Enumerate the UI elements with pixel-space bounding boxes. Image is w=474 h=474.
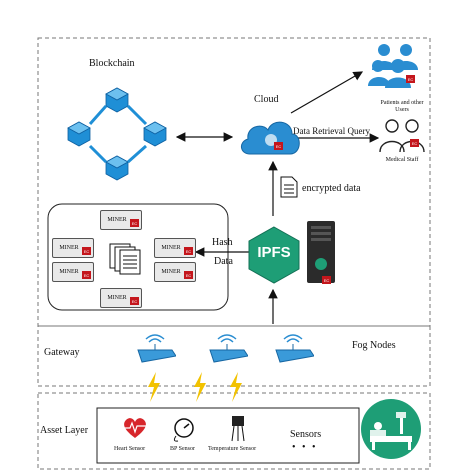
encrypted-data-label: encrypted data — [302, 183, 361, 194]
gateway-label: Gateway — [44, 347, 80, 358]
heart-sensor-icon — [124, 418, 146, 438]
temperature-sensor-icon — [231, 416, 245, 442]
lightning-icon — [194, 372, 206, 402]
blockchain-label: Blockchain — [89, 58, 135, 69]
patients-ec-badge: EC — [406, 75, 415, 83]
blockchain-icon — [67, 87, 167, 181]
asset-layer-boundary — [37, 392, 431, 470]
bp-sensor-icon — [173, 418, 194, 442]
data-retrieval-query-label: Data Retrieval Query — [293, 126, 370, 136]
cloud-label: Cloud — [254, 94, 279, 105]
medical-staff-ec-badge: EC — [410, 139, 419, 147]
lightning-icon — [148, 372, 160, 402]
cloud-ec-badge: EC — [274, 142, 283, 150]
data-label: Data — [214, 256, 233, 267]
router-icon — [275, 334, 314, 363]
ipfs-icon — [248, 226, 300, 284]
medical-staff-label: Medical Staff — [385, 157, 419, 163]
patients-icon — [368, 44, 418, 88]
ipfs-label: IPFS — [257, 244, 291, 261]
temperature-sensor-label: Temperature Sensor — [208, 446, 257, 452]
heart-sensor-label: Heart Sensor — [114, 446, 146, 452]
ledger-documents-icon — [109, 243, 141, 275]
cloud-patients-arrow — [290, 71, 364, 114]
patient-bed-icon — [361, 399, 421, 459]
miners-box — [47, 203, 229, 311]
hash-label: Hash — [212, 237, 233, 248]
asset-layer-label: Asset Layer — [40, 425, 89, 436]
server-ec-badge: EC — [322, 276, 331, 284]
sensors-label: Sensors — [290, 429, 322, 440]
medical-staff-icon — [379, 119, 425, 153]
cloud-icon — [241, 121, 300, 155]
router-icon — [209, 334, 248, 363]
document-icon — [280, 176, 298, 198]
more-sensors-dots: • • • — [292, 442, 318, 453]
fog-nodes-label: Fog Nodes — [352, 340, 396, 351]
bp-sensor-label: BP Sensor — [170, 446, 195, 452]
server-icon — [307, 221, 335, 283]
sensors-box — [96, 407, 360, 464]
patients-label: Patients and other Users — [380, 100, 424, 113]
router-icon — [137, 334, 176, 363]
lightning-icon — [230, 372, 242, 402]
